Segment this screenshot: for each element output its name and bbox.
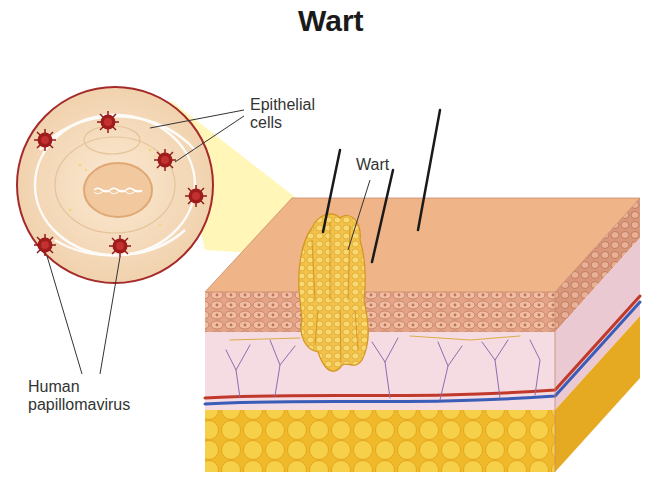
wart-label: Wart	[356, 156, 436, 174]
diagram-title: Wart	[298, 4, 364, 38]
cell-label: Epithelial cells	[250, 96, 350, 133]
virus-label: Human papillomavirus	[28, 378, 158, 415]
